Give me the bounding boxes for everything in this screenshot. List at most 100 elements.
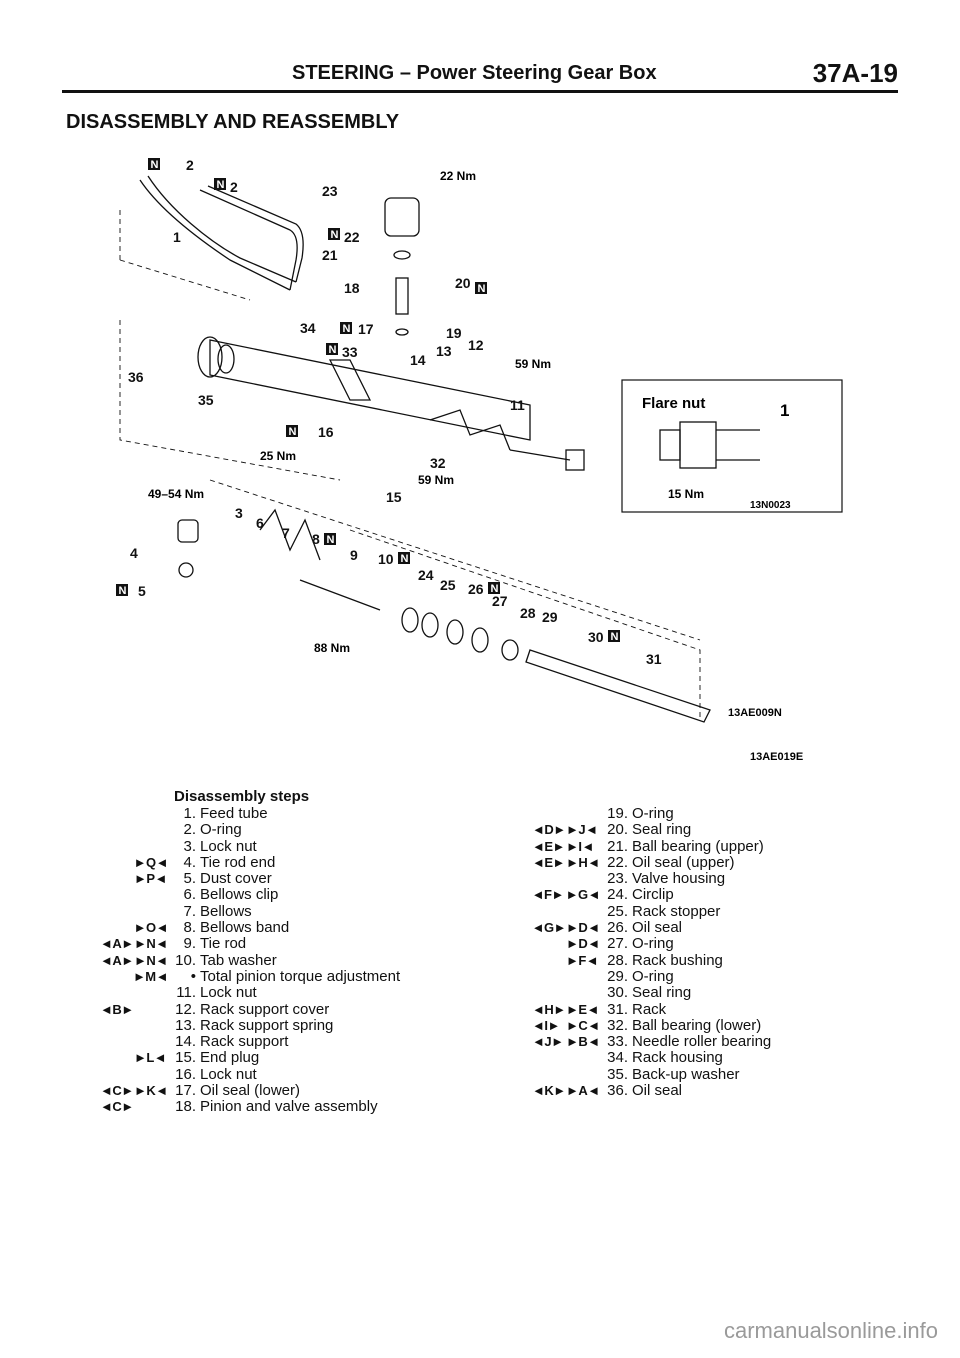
step-text: Rack support: [200, 1033, 289, 1051]
svg-text:9: 9: [350, 547, 358, 563]
diagram-svg: Flare nut 1 15 Nm 13N0023 22 Nm 59 Nm 25…: [116, 157, 843, 763]
step-number: 17.: [175, 1082, 196, 1100]
svg-text:11: 11: [510, 397, 525, 413]
step-item: 23.Valve housing: [606, 870, 771, 887]
reassembly-mark: ►I◄: [566, 838, 594, 854]
step-item: ◄E►►I◄21.Ball bearing (upper): [532, 838, 771, 855]
service-marks: ◄A►►N◄: [100, 953, 168, 969]
rack: [525, 649, 711, 723]
feed-tube-4: [207, 185, 304, 283]
step-number: 36.: [607, 1082, 628, 1100]
service-marks: ◄E►►H◄: [532, 855, 600, 871]
step-item: ◄G►►D◄26.Oil seal: [532, 919, 771, 937]
feed-tube-3: [199, 189, 298, 291]
svg-text:2: 2: [230, 179, 238, 195]
step-number: 6.: [183, 886, 196, 904]
header-title-main: STEERING: [292, 62, 395, 84]
reassembly-mark: ►B◄: [566, 1034, 600, 1050]
step-text: Rack housing: [632, 1049, 723, 1067]
step-text: Lock nut: [200, 1065, 257, 1083]
service-marks: ◄C►►K◄: [100, 1083, 168, 1099]
reassembly-mark: ►O◄: [133, 920, 169, 936]
step-item: ◄H►►E◄31.Rack: [532, 1000, 771, 1018]
step-item: 35.Back-up washer: [606, 1065, 771, 1083]
svg-text:N: N: [611, 631, 619, 643]
step-text: Total pinion torque adjustment: [200, 967, 401, 985]
step-item: 16.Lock nut: [174, 1065, 400, 1083]
step-text: Rack: [632, 1000, 667, 1018]
svg-text:13: 13: [436, 343, 452, 359]
service-marks: ◄I►►C◄: [532, 1018, 600, 1034]
svg-text:26: 26: [468, 581, 484, 597]
step-text: Dust cover: [200, 870, 272, 888]
svg-text:25: 25: [440, 577, 456, 593]
disassembly-mark: ◄E►: [532, 854, 565, 870]
bellows-right: [429, 409, 511, 451]
torque-label: 22 Nm: [440, 169, 476, 183]
service-marks: ►Q◄: [100, 855, 169, 871]
service-marks: ◄C►: [100, 1099, 168, 1115]
step-text: Ball bearing (lower): [632, 1016, 762, 1034]
service-marks: [532, 904, 600, 920]
service-marks: ►O◄: [100, 920, 169, 936]
header-separator: –: [399, 62, 411, 84]
svg-text:N: N: [151, 159, 159, 171]
reassembly-mark: ►D◄: [566, 936, 600, 952]
step-number: 31.: [607, 1000, 628, 1018]
step-number: 30.: [607, 984, 628, 1002]
valve-housing: [384, 197, 420, 237]
svg-text:36: 36: [128, 369, 144, 385]
step-item: ►L◄15.End plug: [134, 1050, 400, 1067]
exploded-diagram: Flare nut 1 15 Nm 13N0023 22 Nm 59 Nm 25…: [100, 150, 860, 770]
reassembly-mark: ►C◄: [566, 1017, 600, 1033]
step-number: 1.: [183, 805, 196, 822]
step-item: 1.Feed tube: [174, 805, 400, 822]
step-number: 20.: [607, 821, 628, 839]
svg-text:23: 23: [322, 183, 338, 199]
step-number: 34.: [607, 1049, 628, 1067]
service-marks: [100, 904, 168, 920]
reassembly-mark: ►A◄: [566, 1083, 600, 1099]
svg-text:1: 1: [173, 229, 181, 245]
step-text: Rack support spring: [200, 1016, 334, 1034]
svg-text:21: 21: [322, 247, 338, 263]
step-text: Back-up washer: [632, 1065, 740, 1083]
svg-text:27: 27: [492, 593, 508, 609]
reassembly-mark: ►N◄: [134, 952, 168, 968]
service-marks: ◄K►►A◄: [532, 1083, 600, 1099]
step-item: 34.Rack housing: [606, 1049, 771, 1067]
svg-text:N: N: [327, 534, 335, 546]
step-text: Seal ring: [632, 984, 692, 1002]
service-marks: ◄J►►B◄: [532, 1034, 600, 1050]
svg-text:32: 32: [430, 455, 446, 471]
header-subtitle: Power Steering Gear Box: [416, 62, 657, 84]
disassembly-mark: ◄H►: [532, 1001, 566, 1017]
svg-text:19: 19: [446, 325, 462, 341]
disassembly-mark: ◄B►: [100, 1001, 134, 1017]
step-item: ◄C►►K◄17.Oil seal (lower): [100, 1082, 400, 1100]
svg-text:30: 30: [588, 629, 604, 645]
svg-text:4: 4: [130, 545, 138, 561]
step-number: 27.: [607, 935, 628, 953]
svg-text:35: 35: [198, 392, 214, 408]
svg-text:34: 34: [300, 320, 316, 336]
reassembly-mark: ►H◄: [566, 854, 600, 870]
step-text: Tie rod: [200, 935, 247, 953]
step-number: 14.: [175, 1033, 196, 1051]
step-text: O-ring: [632, 967, 674, 985]
torque-label: 59 Nm: [515, 357, 551, 371]
main-figure-code: 13AE009N: [728, 707, 782, 719]
disassembly-mark: ◄G►: [531, 920, 567, 936]
inset-box: [621, 379, 843, 513]
step-number: •: [190, 967, 196, 985]
step-text: Rack bushing: [632, 951, 723, 969]
step-item: 3.Lock nut: [174, 838, 400, 855]
disassembly-mark: ◄J►: [532, 1034, 564, 1050]
svg-text:20: 20: [455, 275, 471, 291]
step-text: Oil seal: [632, 919, 683, 937]
step-item: ►M◄•Total pinion torque adjustment: [133, 967, 401, 985]
step-text: O-ring: [200, 821, 242, 839]
service-marks: [532, 806, 600, 822]
svg-text:14: 14: [410, 352, 426, 368]
